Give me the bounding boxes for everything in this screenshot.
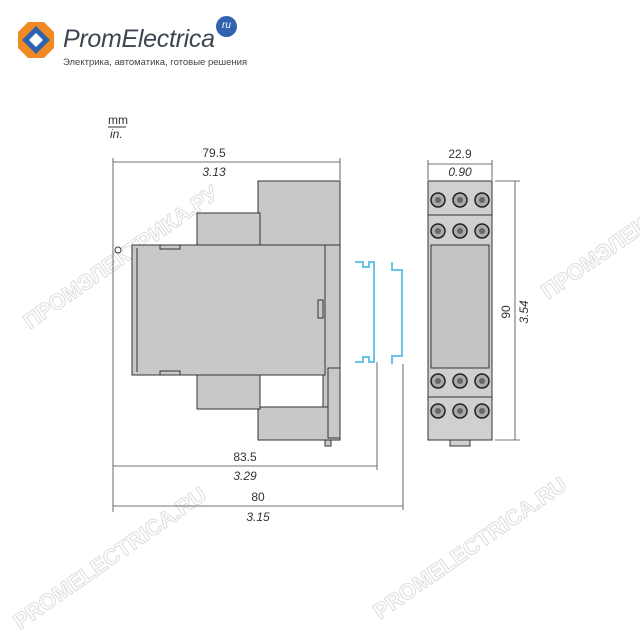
screw-head-icon	[435, 228, 441, 234]
watermark: PROMELECTRICA.RU	[9, 482, 212, 634]
screw-head-icon	[435, 408, 441, 414]
dim-width-rail-mm: 83.5	[233, 450, 257, 464]
screw-head-icon	[479, 408, 485, 414]
logo-icon	[18, 22, 54, 63]
screw-head-icon	[479, 228, 485, 234]
dim-width-rail-in: 3.29	[233, 469, 257, 483]
dim-front-width-in: 0.90	[448, 165, 472, 179]
dim-width-total-in: 3.15	[246, 510, 270, 524]
unit-in: in.	[110, 127, 123, 141]
ru-badge: ru	[216, 16, 237, 37]
dimension-lines	[112, 158, 520, 512]
dim-front-width-mm: 22.9	[448, 147, 472, 161]
watermark: PROMELECTRICA.RU	[369, 472, 572, 624]
watermark: ПРОМЭЛЕКТРИКА.РУ	[537, 150, 640, 304]
screw-head-icon	[457, 197, 463, 203]
dim-width-top-mm: 79.5	[202, 146, 226, 160]
screw-head-icon	[457, 378, 463, 384]
screw-head-icon	[479, 197, 485, 203]
dim-height-mm: 90	[499, 305, 513, 319]
screw-head-icon	[479, 378, 485, 384]
din-rail	[355, 261, 403, 364]
brand-name: PromElectrica	[63, 25, 215, 53]
terminal-screws	[430, 192, 490, 419]
screw-head-icon	[435, 378, 441, 384]
screw-head-icon	[457, 228, 463, 234]
dim-width-top-in: 3.13	[202, 165, 226, 179]
tagline: Электрика, автоматика, готовые решения	[63, 57, 248, 68]
relay-side-view	[114, 180, 341, 447]
screw-head-icon	[435, 197, 441, 203]
dim-height-in: 3.54	[517, 300, 531, 324]
screw-head-icon	[457, 408, 463, 414]
unit-mm: mm	[108, 113, 128, 127]
dim-width-total-mm: 80	[251, 490, 265, 504]
